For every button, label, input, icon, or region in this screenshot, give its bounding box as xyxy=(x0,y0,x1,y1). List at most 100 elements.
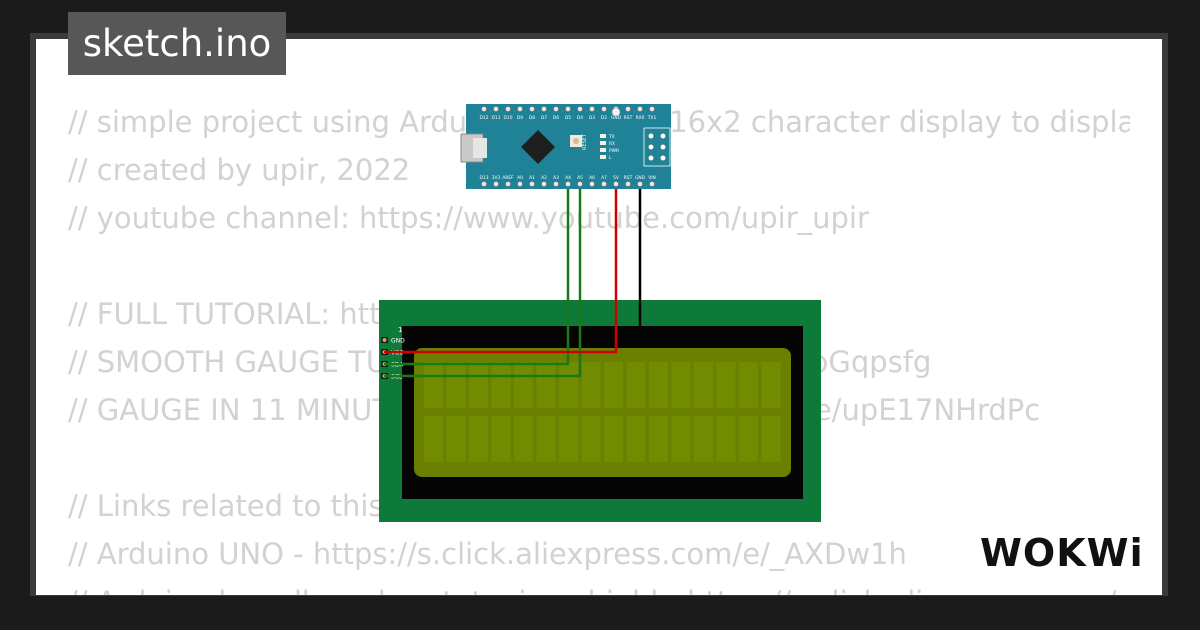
nano-bottom-pin-label: VIN xyxy=(648,175,656,181)
nano-top-pin-label: RX0 xyxy=(636,115,645,121)
code-line: // Arduino breadboard prototyping shield… xyxy=(68,585,1130,595)
lcd-char-cell xyxy=(671,362,691,408)
wire-vcc[interactable] xyxy=(384,180,618,354)
lcd-character-grid xyxy=(424,362,781,462)
lcd-char-cell xyxy=(559,362,578,408)
nano-top-pin[interactable] xyxy=(541,106,547,112)
nano-top-pin[interactable] xyxy=(589,106,595,112)
nano-top-pin[interactable] xyxy=(577,106,583,112)
nano-bottom-pin-label: A5 xyxy=(577,175,583,181)
lcd-char-cell xyxy=(649,416,668,462)
wire-sda[interactable] xyxy=(384,180,570,366)
lcd-char-cell xyxy=(626,362,646,408)
status-led-label: TX xyxy=(608,134,615,140)
nano-bottom-pin[interactable] xyxy=(481,181,487,187)
wire-scl[interactable] xyxy=(384,180,582,378)
nano-top-pin[interactable] xyxy=(517,106,523,112)
usb-connector-inner xyxy=(473,138,487,158)
nano-top-pin-label: D3 xyxy=(589,115,595,121)
lcd-char-cell xyxy=(649,362,668,408)
lcd-char-cell xyxy=(604,362,623,408)
nano-top-pin-label: D10 xyxy=(504,115,513,121)
nano-top-pin-label: D12 xyxy=(480,115,489,121)
nano-bottom-pin[interactable] xyxy=(589,181,595,187)
nano-top-pin[interactable] xyxy=(601,106,607,112)
nano-top-pin[interactable] xyxy=(649,106,655,112)
nano-bottom-pin[interactable] xyxy=(565,181,571,187)
microcontroller-chip xyxy=(521,130,555,164)
reset-button-cap xyxy=(573,138,579,144)
nano-bottom-pin[interactable] xyxy=(601,181,607,187)
nano-bottom-pin-label: RST xyxy=(624,175,633,181)
lcd-char-cell xyxy=(761,416,781,462)
icsp-header xyxy=(643,127,671,167)
nano-bottom-pin[interactable] xyxy=(613,181,619,187)
status-led xyxy=(600,134,606,138)
lcd-char-cell xyxy=(491,362,511,408)
nano-top-pin[interactable] xyxy=(529,106,535,112)
lcd-char-cell xyxy=(446,362,466,408)
reset-label: RESET xyxy=(582,133,588,150)
nano-bottom-pin[interactable] xyxy=(541,181,547,187)
nano-bottom-pin-label: GND xyxy=(635,175,646,181)
nano-top-pin-label: D4 xyxy=(577,115,583,121)
nano-bottom-pin-label: AREF xyxy=(502,175,514,181)
lcd-char-cell xyxy=(716,362,736,408)
lcd-char-cell xyxy=(514,362,533,408)
lcd-char-cell xyxy=(446,416,466,462)
lcd-char-cell xyxy=(469,416,488,462)
nano-top-pin[interactable] xyxy=(637,106,643,112)
lcd-char-cell xyxy=(491,416,511,462)
status-led xyxy=(600,148,606,152)
lcd-char-cell xyxy=(559,416,578,462)
lcd-char-cell xyxy=(626,416,646,462)
nano-bottom-pin[interactable] xyxy=(529,181,535,187)
nano-bottom-pin[interactable] xyxy=(577,181,583,187)
nano-bottom-pin-label: A1 xyxy=(529,175,535,181)
nano-bottom-pin-label: D13 xyxy=(480,175,489,181)
nano-top-pin[interactable] xyxy=(553,106,559,112)
nano-bottom-pin-label: A2 xyxy=(541,175,547,181)
lcd-char-cell xyxy=(514,416,533,462)
lcd-char-cell xyxy=(424,416,443,462)
icsp-pin xyxy=(660,144,666,150)
lcd-char-cell xyxy=(581,362,601,408)
nano-top-pin-label: D5 xyxy=(565,115,571,121)
nano-pcb xyxy=(466,104,671,189)
status-led-label: RX xyxy=(609,141,615,147)
status-led-label: L xyxy=(609,155,612,161)
mount-hole xyxy=(611,107,621,117)
nano-bottom-pin[interactable] xyxy=(637,181,643,187)
wokwi-logo: WOKWi xyxy=(980,531,1144,575)
nano-top-pin-label: D8 xyxy=(529,115,535,121)
nano-bottom-pin[interactable] xyxy=(493,181,499,187)
code-line: // Arduino UNO - https://s.click.aliexpr… xyxy=(68,537,907,571)
icsp-pins xyxy=(648,133,666,161)
nano-top-pin-label: GND xyxy=(611,115,622,121)
nano-bottom-pin[interactable] xyxy=(553,181,559,187)
nano-bottom-pin[interactable] xyxy=(625,181,631,187)
nano-bottom-pin[interactable] xyxy=(649,181,655,187)
nano-top-pin-label: TX1 xyxy=(647,115,657,121)
nano-bottom-pin[interactable] xyxy=(517,181,523,187)
lcd-char-cell xyxy=(716,416,736,462)
nano-top-pin[interactable] xyxy=(565,106,571,112)
nano-bottom-pin[interactable] xyxy=(505,181,511,187)
nano-top-pin[interactable] xyxy=(625,106,631,112)
wokwi-logo-text: WOKWi xyxy=(980,531,1144,575)
nano-top-pin-label: RST xyxy=(624,115,633,121)
nano-bottom-pin-label: 3V3 xyxy=(492,175,501,181)
lcd-pin-pad xyxy=(382,338,387,342)
nano-top-pin[interactable] xyxy=(505,106,511,112)
code-line: // youtube channel: https://www.youtube.… xyxy=(68,201,869,235)
nano-top-pin[interactable] xyxy=(481,106,487,112)
wires xyxy=(384,180,642,378)
lcd-char-cell xyxy=(424,362,443,408)
nano-top-pin[interactable] xyxy=(493,106,499,112)
file-name-tab[interactable]: sketch.ino xyxy=(68,12,286,75)
lcd-char-cell xyxy=(694,362,713,408)
